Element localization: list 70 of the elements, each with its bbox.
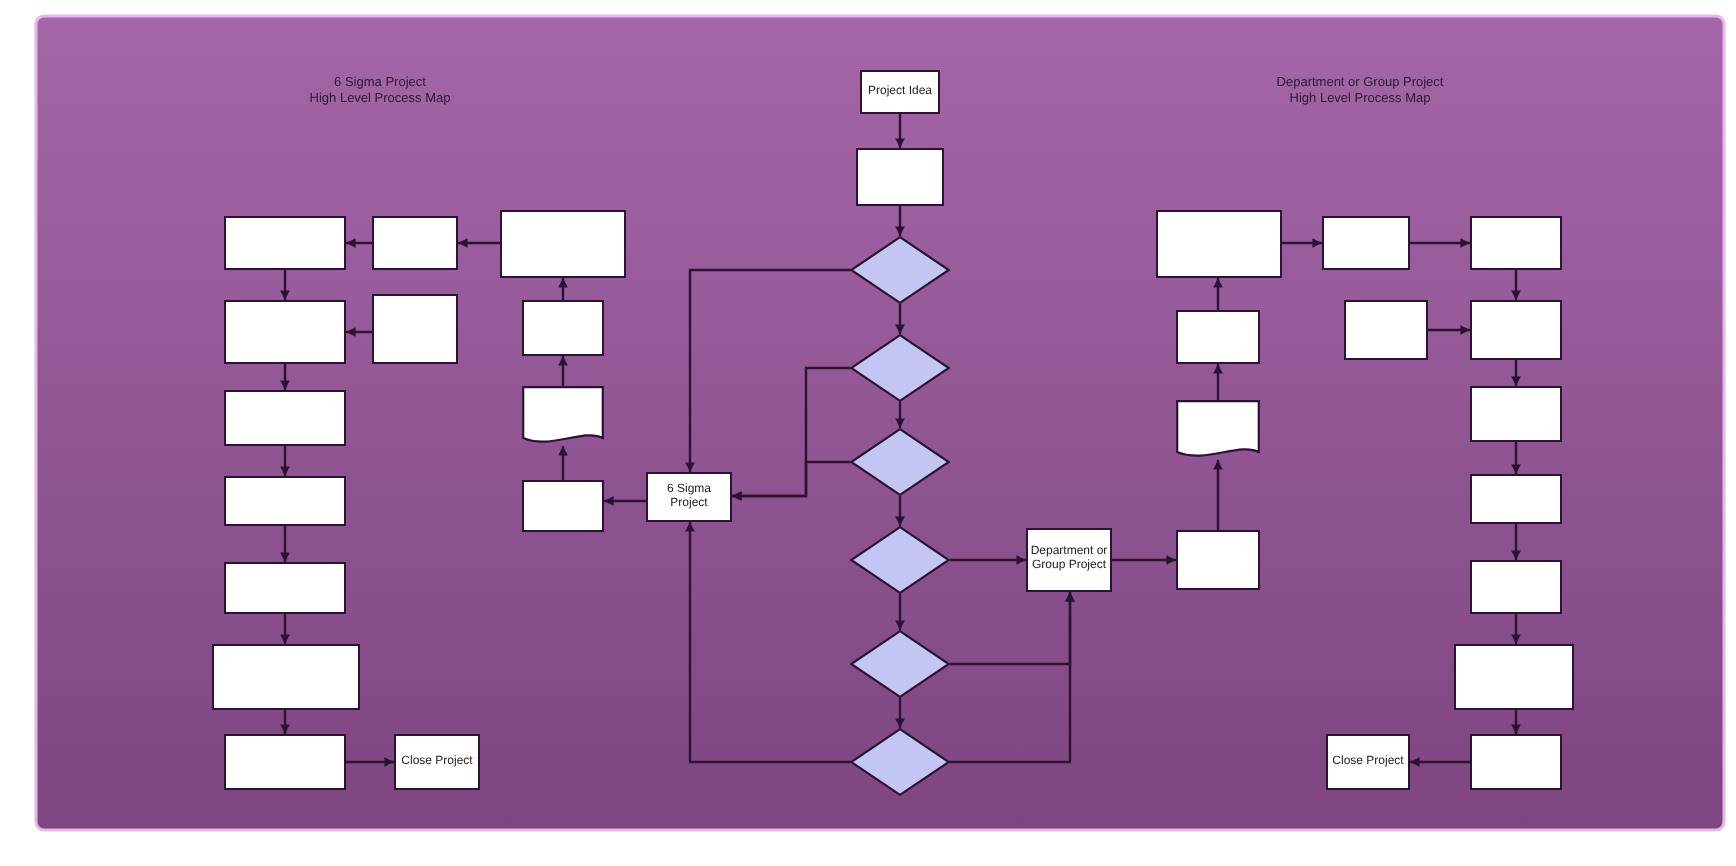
arrow — [280, 364, 290, 390]
arrow — [558, 356, 568, 386]
process-box — [1454, 644, 1574, 710]
arrow — [950, 592, 1075, 764]
arrow — [280, 526, 290, 562]
arrow — [1213, 460, 1223, 530]
process-box — [224, 562, 346, 614]
process-box — [500, 210, 626, 278]
process-box — [1470, 386, 1562, 442]
arrow — [1511, 710, 1521, 734]
arrow — [346, 757, 394, 767]
arrow — [950, 555, 1026, 565]
arrow — [685, 268, 850, 472]
arrow — [895, 206, 905, 236]
process-box — [1326, 734, 1410, 790]
arrow — [895, 698, 905, 728]
arrow — [280, 614, 290, 644]
process-box — [1470, 734, 1562, 790]
process-box — [1470, 216, 1562, 270]
arrow — [346, 238, 372, 248]
arrow — [895, 594, 905, 630]
arrow — [685, 522, 850, 764]
arrow — [1282, 238, 1322, 248]
arrow — [280, 270, 290, 300]
process-box — [224, 300, 346, 364]
arrow — [1213, 364, 1223, 400]
process-box — [372, 216, 458, 270]
arrow — [732, 460, 850, 501]
arrow — [895, 304, 905, 334]
arrow — [1511, 442, 1521, 474]
arrow — [1410, 238, 1470, 248]
process-box — [860, 70, 940, 114]
arrow — [558, 446, 568, 480]
process-box — [212, 644, 360, 710]
process-box — [1344, 300, 1428, 360]
process-box — [522, 480, 604, 532]
process-box — [1470, 474, 1562, 524]
arrow — [1511, 270, 1521, 300]
process-box — [224, 216, 346, 270]
process-box — [394, 734, 480, 790]
process-box — [224, 476, 346, 526]
process-box — [224, 734, 346, 790]
process-box — [1176, 310, 1260, 364]
process-box — [1322, 216, 1410, 270]
process-box — [1176, 530, 1260, 590]
process-box — [1470, 560, 1562, 614]
arrow — [558, 278, 568, 300]
arrow — [1213, 278, 1223, 310]
arrow — [895, 496, 905, 526]
arrow — [1112, 555, 1176, 565]
arrow — [280, 446, 290, 476]
arrow — [1428, 325, 1470, 335]
process-box — [372, 294, 458, 364]
process-box — [646, 472, 732, 522]
process-box — [856, 148, 944, 206]
arrow — [458, 238, 500, 248]
process-box — [522, 300, 604, 356]
arrow — [604, 496, 646, 506]
arrow — [1511, 614, 1521, 644]
process-box — [1156, 210, 1282, 278]
arrow — [1511, 524, 1521, 560]
process-box — [1026, 528, 1112, 592]
process-box — [224, 390, 346, 446]
process-box — [1470, 300, 1562, 360]
arrow — [346, 327, 372, 337]
arrow — [895, 114, 905, 148]
arrow — [1410, 757, 1470, 767]
arrow — [280, 710, 290, 734]
arrow — [1511, 360, 1521, 386]
arrow — [895, 402, 905, 428]
